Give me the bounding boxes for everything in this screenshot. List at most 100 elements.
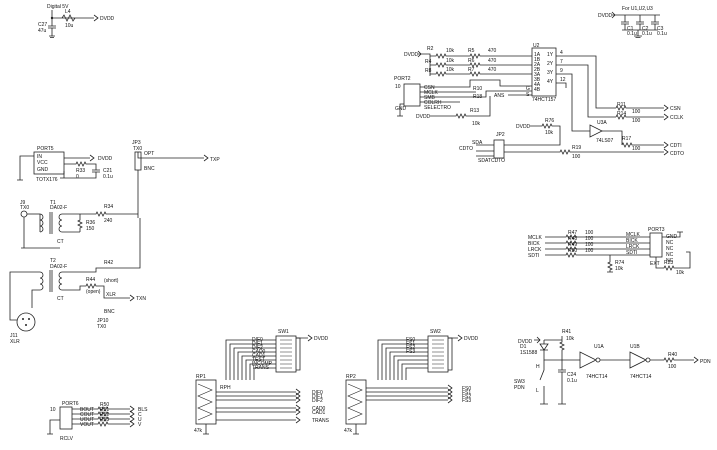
sw3-switch[interactable] bbox=[539, 360, 548, 405]
port2-signal-4: SELECTRO bbox=[424, 105, 451, 111]
port2-signal-2: SMB bbox=[424, 95, 436, 101]
r41-resistor bbox=[559, 336, 565, 360]
port3-r-ref-2: R49 bbox=[568, 242, 577, 248]
d1-diode bbox=[539, 343, 549, 351]
port3-left-2: LRCK bbox=[528, 247, 542, 253]
r34-resistor bbox=[80, 211, 138, 217]
port6-row-1: COUT R51 C bbox=[72, 407, 142, 418]
port6-signal-0: BOUT bbox=[80, 407, 94, 413]
dvdd-arrow-bypass bbox=[611, 11, 618, 19]
reset-l: L bbox=[536, 388, 539, 394]
r17-ref: R17 bbox=[622, 136, 631, 142]
sw3-ref: SW3 bbox=[514, 379, 525, 385]
port6-r-3: R53 bbox=[100, 417, 109, 423]
r36-ref: R36 bbox=[86, 220, 95, 226]
sw2-dip[interactable] bbox=[427, 335, 449, 373]
r17-resistor bbox=[621, 142, 660, 148]
dvdd-label-bypass: DVDD bbox=[598, 13, 613, 19]
power-section: Digital 5V L4 10u DVDD C27 47u bbox=[38, 4, 115, 38]
r19-line bbox=[504, 149, 660, 155]
r42-ref: R42 bbox=[104, 260, 113, 266]
j9-ground bbox=[21, 217, 60, 249]
port6-out-0: BLS bbox=[138, 407, 148, 413]
cdto-out-label: CDTO bbox=[670, 151, 684, 157]
dvdd-arrow bbox=[90, 14, 99, 22]
sw2-out-arrow-3 bbox=[444, 396, 453, 404]
u1a-inverter bbox=[579, 351, 597, 369]
jp2-ref: JP2 bbox=[496, 132, 505, 138]
port5-dvdd-label: DVDD bbox=[98, 156, 113, 162]
sw1-out-wires bbox=[216, 391, 292, 421]
u2-pin-g: G bbox=[526, 86, 530, 92]
c21-capacitor bbox=[60, 169, 100, 179]
u1a-bubble bbox=[595, 357, 601, 363]
port3-r-ref-3: R50 bbox=[568, 248, 577, 254]
r14-value: 100 bbox=[632, 118, 641, 124]
j9-section: J9 TX0 T1 DA02-F CT R36 150 R34 240 bbox=[20, 200, 138, 249]
r74-value: 10k bbox=[615, 266, 624, 272]
port5-dvdd-wire bbox=[64, 154, 95, 162]
r74-ref: R74 bbox=[615, 260, 624, 266]
port6-row-3: VOUT R53 V bbox=[72, 417, 142, 428]
rp1-value: 47k bbox=[194, 428, 203, 434]
rp1-ground bbox=[203, 424, 209, 435]
j11-xlr-connector bbox=[16, 312, 36, 332]
c2-value: 0.1u bbox=[642, 31, 652, 37]
r6-value: 470 bbox=[488, 58, 497, 64]
rp2-ref: RP2 bbox=[346, 374, 356, 380]
u1b-bubble bbox=[645, 357, 651, 363]
jp3-opt: OPT bbox=[144, 151, 154, 157]
u3a-out-wire bbox=[602, 130, 623, 145]
sw1-part: RPH bbox=[220, 385, 231, 391]
cdto-arrow bbox=[660, 148, 669, 156]
port6-label: RCLV bbox=[60, 436, 74, 442]
jp2-jumper[interactable] bbox=[493, 139, 505, 159]
r14-resistor bbox=[615, 114, 660, 120]
sda-label: SDA bbox=[472, 140, 483, 146]
r76-value: 10k bbox=[545, 130, 554, 136]
cdti-out-label: CDTI bbox=[670, 143, 682, 149]
u3a-part: 74LS07 bbox=[596, 138, 613, 144]
j11-label: XLR bbox=[10, 339, 20, 345]
port3-row-3: SDTI R50 100 SDTI NC bbox=[528, 248, 674, 259]
port3-section: PORT3 MCLK R47 100 MCLK GND BICK R48 100… bbox=[528, 227, 691, 276]
digital-5v-label: Digital 5V bbox=[47, 4, 69, 10]
port6-out-2: U bbox=[138, 417, 142, 423]
port6-r-1: R51 bbox=[100, 407, 109, 413]
port6-connector bbox=[59, 406, 73, 430]
c24-value: 0.1u bbox=[567, 378, 577, 384]
port3-wire-0 bbox=[545, 234, 650, 240]
sw2-out-3: FS3 bbox=[462, 398, 471, 404]
c2-ref: C2 bbox=[642, 26, 649, 32]
r11-ref: R11 bbox=[617, 102, 626, 108]
port2-signal-0: CSN bbox=[424, 85, 435, 91]
u2-out-2y-wire bbox=[556, 64, 616, 118]
port6-wire-0 bbox=[72, 405, 135, 413]
port3-wire-1 bbox=[545, 240, 650, 246]
l4-ref: L4 bbox=[65, 9, 71, 15]
r18-ref: R18 bbox=[473, 94, 482, 100]
l4-inductor bbox=[61, 14, 76, 22]
reset-dvdd: DVDD bbox=[518, 339, 533, 345]
sw1-dip[interactable] bbox=[275, 335, 297, 373]
c1-capacitor bbox=[621, 15, 629, 30]
rp2-network bbox=[345, 379, 367, 425]
txp-arrow bbox=[200, 154, 209, 162]
port6-section: PORT6 10 RCLV BOUT R50 BLS COUT R51 C UO… bbox=[47, 401, 148, 442]
port3-wire-3 bbox=[545, 252, 650, 258]
port6-wire-1 bbox=[72, 410, 135, 418]
port2-wire-2 bbox=[420, 90, 532, 98]
resistor-pair-2 bbox=[430, 71, 532, 77]
u2-pin-2b: 2B bbox=[534, 67, 541, 73]
port2-pin-a: 10 bbox=[395, 84, 401, 90]
r13-ref: R13 bbox=[470, 108, 479, 114]
r10-ref: R10 bbox=[473, 86, 482, 92]
u2-pin-2y: 2Y bbox=[547, 61, 554, 67]
r41-value: 10k bbox=[566, 336, 575, 342]
port2-signal-1: MCLK bbox=[424, 90, 439, 96]
jp3-bnc: BNC bbox=[144, 166, 155, 172]
reset-dvdd-rail bbox=[534, 336, 562, 344]
sw2-common bbox=[448, 337, 453, 371]
u2-pin-1b: 1B bbox=[534, 57, 541, 63]
sw2-bus bbox=[377, 339, 428, 380]
